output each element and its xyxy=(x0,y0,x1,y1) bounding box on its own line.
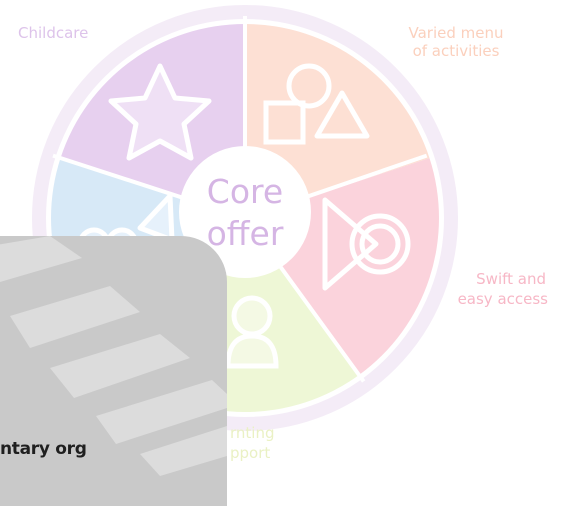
play-target-icon xyxy=(322,197,411,291)
center-hub xyxy=(179,146,311,278)
card-caption: ntary org xyxy=(0,439,87,459)
crosswalk-stripes-image xyxy=(0,236,227,476)
shapes-icon xyxy=(263,63,370,145)
star-icon xyxy=(108,63,212,161)
center-title-line2: offer xyxy=(207,214,284,253)
center-title-line1: Core xyxy=(207,172,283,211)
person-icon xyxy=(225,295,279,369)
label-parenting-line2: pport xyxy=(230,444,270,462)
outer-ring xyxy=(32,5,458,431)
label-swift-line2: easy access xyxy=(458,290,549,308)
label-parenting-line1: rnting xyxy=(230,424,275,442)
label-varied-menu-line1: Varied menu xyxy=(409,24,504,42)
overlay-image-card: ntary org xyxy=(0,236,227,506)
label-varied-menu-line2: of activities xyxy=(413,42,500,60)
label-swift-line1: Swift and xyxy=(476,270,546,288)
label-childcare: Childcare xyxy=(18,24,88,42)
